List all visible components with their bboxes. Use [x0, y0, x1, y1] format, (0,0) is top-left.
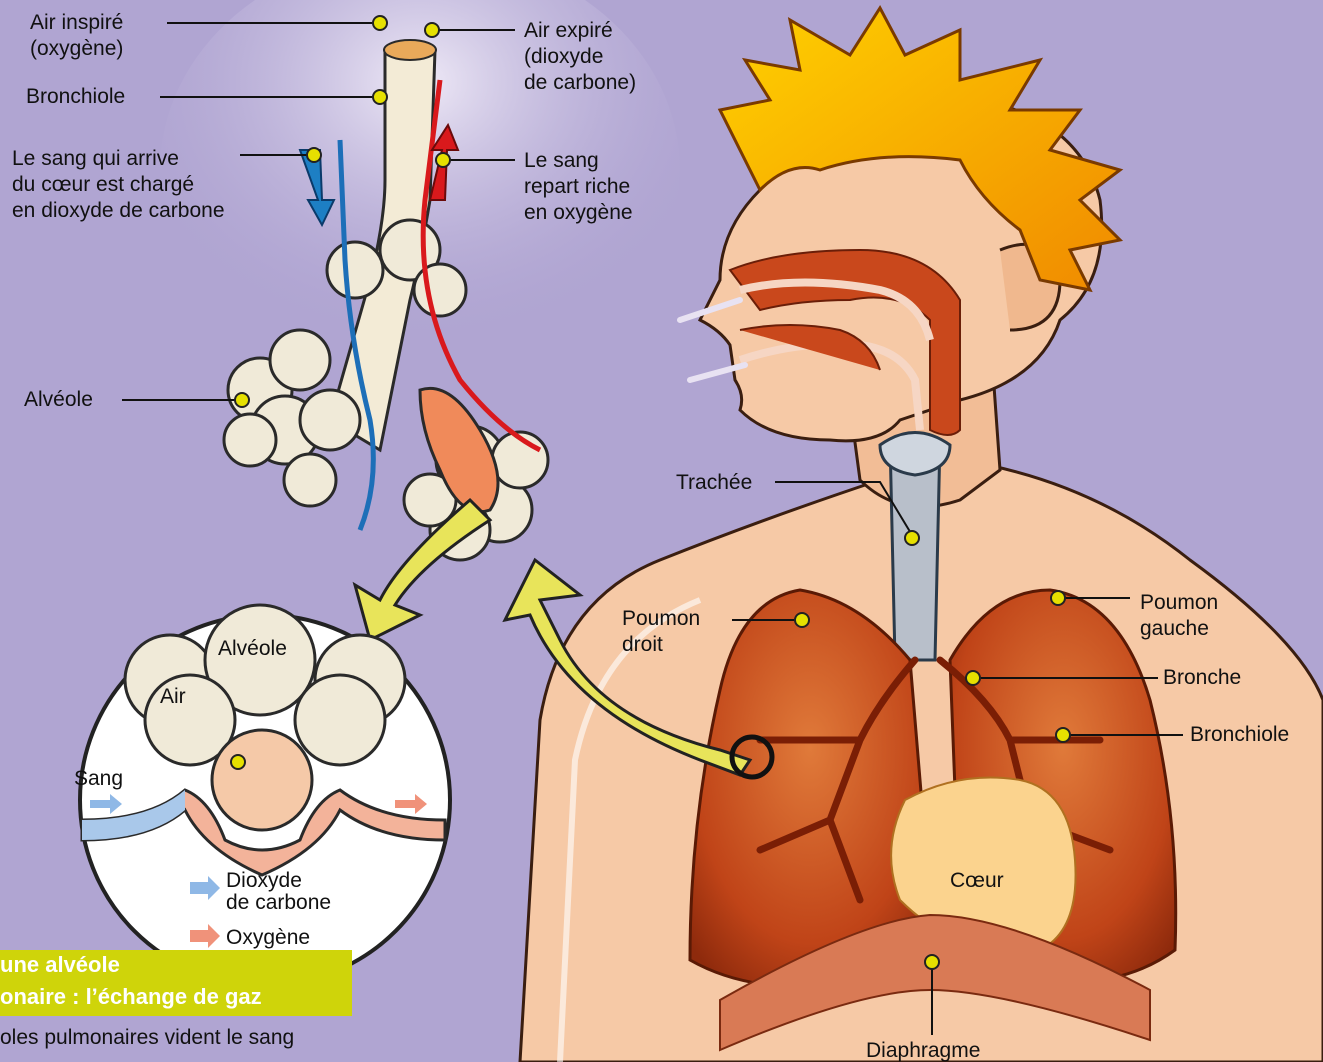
- title-line-2: onaire : l’échange de gaz: [0, 984, 262, 1010]
- label-sang-repart: Le sang repart riche en oxygène: [524, 148, 633, 226]
- title-box: une alvéole onaire : l’échange de gaz: [0, 950, 352, 1016]
- label-air-inspire: Air inspiré (oxygène): [30, 10, 123, 62]
- title-line-1: une alvéole: [0, 952, 120, 978]
- inset-legend-co2: Dioxyde de carbone: [226, 870, 331, 914]
- caption-text: oles pulmonaires vident le sang: [0, 1026, 294, 1050]
- inset-label-sang: Sang: [74, 766, 123, 792]
- label-poumon-droit: Poumon droit: [622, 606, 700, 658]
- label-alveole: Alvéole: [24, 387, 93, 413]
- label-air-expire: Air expiré (dioxyde de carbone): [524, 18, 636, 96]
- label-sang-arrive: Le sang qui arrive du cœur est chargé en…: [12, 146, 225, 224]
- label-coeur: Cœur: [950, 868, 1004, 894]
- label-diaphragme: Diaphragme: [866, 1038, 980, 1062]
- label-poumon-gauche: Poumon gauche: [1140, 590, 1218, 642]
- label-bronchiole-right: Bronchiole: [1190, 722, 1289, 748]
- inset-label-air: Air: [160, 684, 186, 710]
- label-trachee: Trachée: [676, 470, 752, 496]
- inset-label-alveole: Alvéole: [218, 636, 287, 662]
- inset-legend-o2: Oxygène: [226, 925, 310, 951]
- label-bronche: Bronche: [1163, 665, 1241, 691]
- label-bronchiole-top: Bronchiole: [26, 84, 125, 110]
